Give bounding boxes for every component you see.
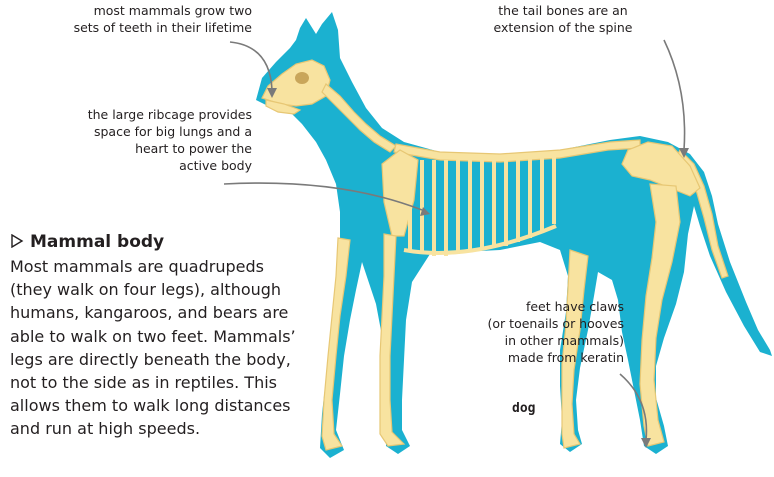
body-line: and run at high speeds. — [10, 417, 350, 440]
animal-label: dog — [512, 400, 535, 417]
tail-annotation-line: the tail bones are an — [468, 2, 658, 19]
tail-annotation-line: extension of the spine — [468, 19, 658, 36]
ribcage-annotation-line: the large ribcage provides — [4, 106, 252, 123]
body-line: (they walk on four legs), although — [10, 278, 350, 301]
claws-annotation: feet have claws (or toenails or hooves i… — [456, 298, 624, 366]
body-line: able to walk on two feet. Mammals’ — [10, 325, 350, 348]
tail-leader — [664, 40, 685, 150]
body-line: Most mammals are quadrupeds — [10, 255, 350, 278]
ribcage-annotation-line: space for big lungs and a — [4, 123, 252, 140]
claws-annotation-line: feet have claws — [456, 298, 624, 315]
section-heading-text: Mammal body — [30, 232, 164, 252]
ribcage-annotation: the large ribcage provides space for big… — [4, 106, 252, 174]
body-line: humans, kangaroos, and bears are — [10, 301, 350, 324]
claws-annotation-line: in other mammals) — [456, 332, 624, 349]
body-line: not to the side as in reptiles. This — [10, 371, 350, 394]
triangle-pointer-icon — [10, 234, 24, 248]
teeth-annotation-line: most mammals grow two — [4, 2, 252, 19]
claws-annotation-line: made from keratin — [456, 349, 624, 366]
ribcage-annotation-line: active body — [4, 157, 252, 174]
section-body: Most mammals are quadrupeds (they walk o… — [10, 255, 350, 441]
ribcage-annotation-line: heart to power the — [4, 140, 252, 157]
claws-annotation-line: (or toenails or hooves — [456, 315, 624, 332]
body-line: legs are directly beneath the body, — [10, 348, 350, 371]
tail-annotation: the tail bones are an extension of the s… — [468, 2, 658, 36]
teeth-annotation-line: sets of teeth in their lifetime — [4, 19, 252, 36]
section-heading: Mammal body — [10, 232, 164, 252]
body-line: allows them to walk long distances — [10, 394, 350, 417]
teeth-annotation: most mammals grow two sets of teeth in t… — [4, 2, 252, 36]
